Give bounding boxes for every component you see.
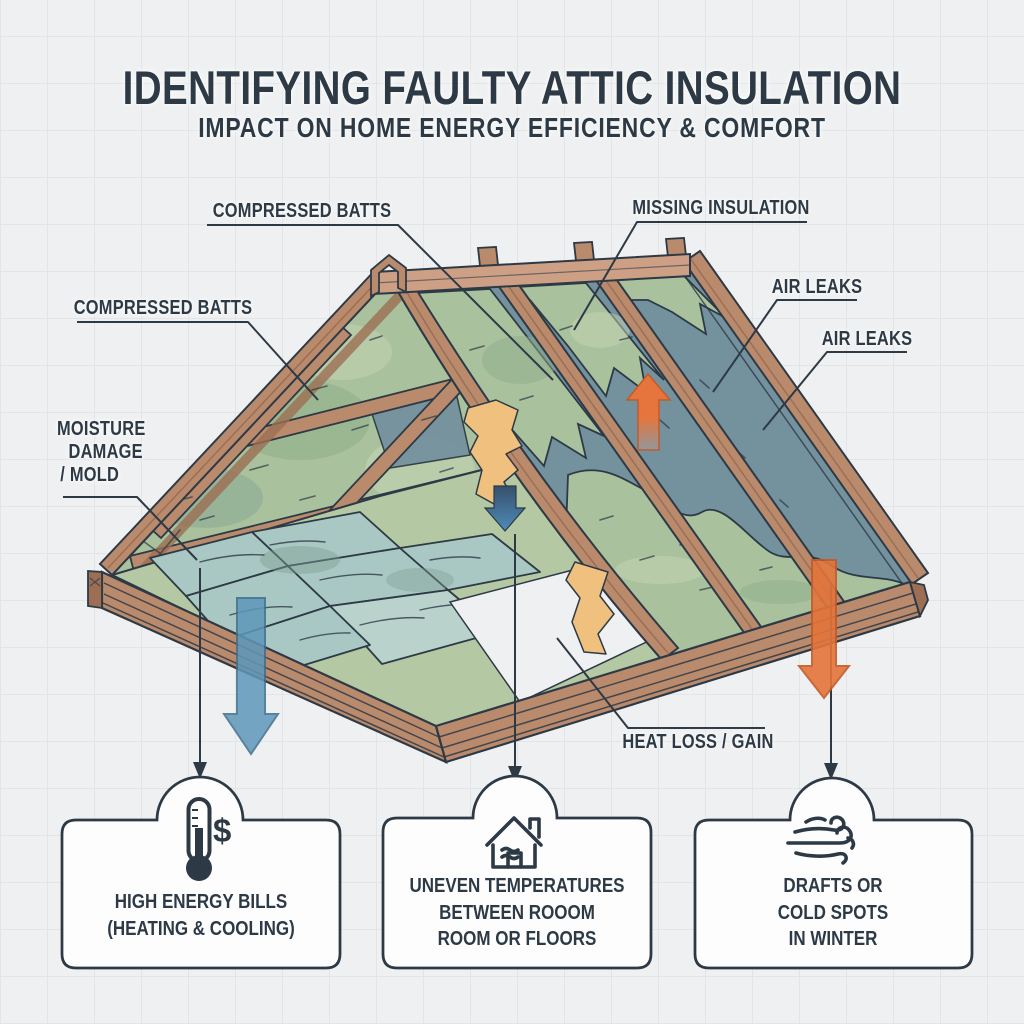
page-subtitle: IMPACT ON HOME ENERGY EFFICIENCY & COMFO…	[198, 112, 826, 143]
label-moisture-damage-mold: MOISTURE DAMAGE / MOLD	[57, 418, 146, 486]
dollar-sign: $	[213, 812, 232, 849]
label-heat-loss-gain: HEAT LOSS / GAIN	[622, 731, 774, 753]
callout-box-drafts	[693, 776, 974, 970]
callout-text-uneven-temperatures: UNEVEN TEMPERATURES BETWEEN ROOOM ROOM O…	[409, 875, 625, 950]
heat-escape-up-arrow	[625, 372, 672, 451]
label-air-leaks-2: AIR LEAKS	[821, 328, 913, 350]
house-temperature-icon	[485, 816, 543, 869]
ridge-beam	[370, 237, 691, 298]
callout-text-drafts: DRAFTS OR COLD SPOTS IN WINTER	[777, 875, 889, 950]
page-title: IDENTIFYING FAULTY ATTIC INSULATION	[122, 61, 902, 114]
thermometer-dollar-icon	[186, 797, 212, 881]
heat-loss-down-arrow-blue	[222, 597, 280, 756]
callout-boxes	[60, 774, 974, 970]
torn-insulation-patches	[463, 399, 615, 655]
label-air-leaks-1: AIR LEAKS	[771, 276, 863, 298]
callout-text-energy-bills: HIGH ENERGY BILLS (HEATING & COOLING)	[107, 891, 295, 940]
label-compressed-batts-left: COMPRESSED BATTS	[73, 297, 253, 319]
wind-icon	[786, 815, 856, 865]
callout-box-uneven-temperatures	[381, 774, 653, 970]
right-roof-slope	[388, 254, 918, 662]
leader-lines	[63, 221, 907, 729]
gable-rafter	[388, 266, 680, 662]
rake-beam-right	[678, 249, 930, 590]
heat-gain-down-arrow-orange	[796, 559, 852, 700]
draft-down-arrow-small	[483, 485, 527, 532]
label-missing-insulation: MISSING INSULATION	[632, 197, 810, 219]
label-compressed-batts-top: COMPRESSED BATTS	[212, 200, 392, 222]
apex-cap	[370, 253, 407, 298]
